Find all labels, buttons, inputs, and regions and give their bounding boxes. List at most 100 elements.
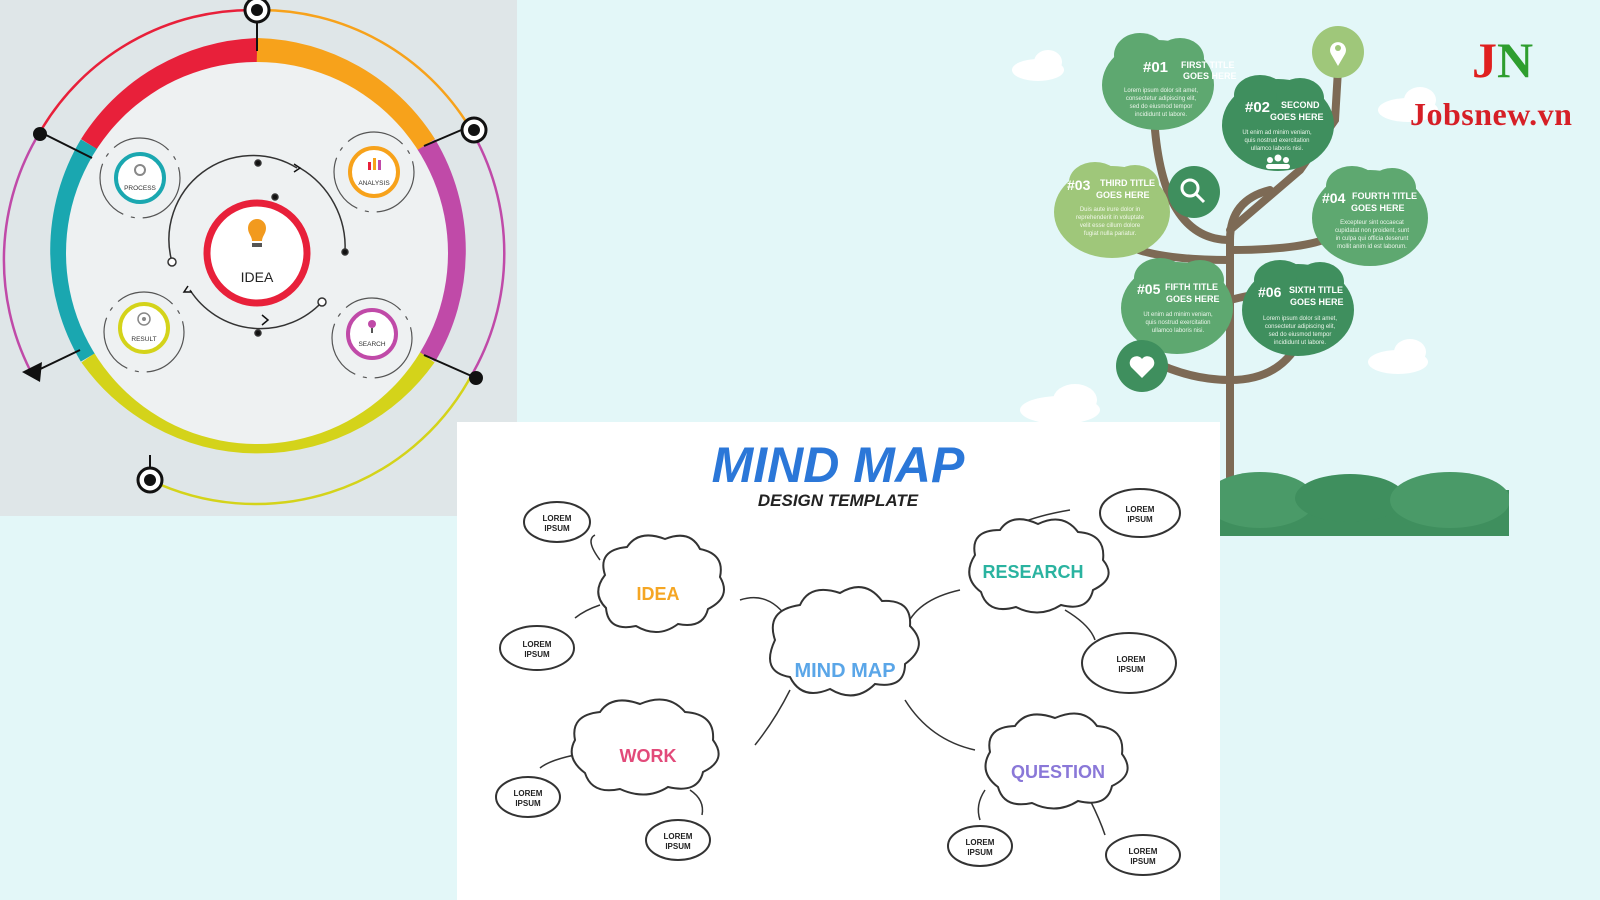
svg-text:GOES HERE: GOES HERE bbox=[1290, 297, 1344, 307]
svg-text:THIRD TITLE: THIRD TITLE bbox=[1100, 178, 1155, 188]
svg-text:LOREM: LOREM bbox=[514, 789, 543, 798]
question-label: QUESTION bbox=[1011, 762, 1105, 782]
svg-text:in culpa qui officia deserunt: in culpa qui officia deserunt bbox=[1336, 236, 1409, 242]
center-cloud-label: MIND MAP bbox=[794, 660, 895, 682]
svg-text:GOES HERE: GOES HERE bbox=[1351, 203, 1405, 213]
tree-item-1: #01 FIRST TITLE GOES HERE Lorem ipsum do… bbox=[1102, 33, 1237, 130]
svg-text:quis nostrud exercitation: quis nostrud exercitation bbox=[1145, 320, 1210, 326]
svg-text:LOREM: LOREM bbox=[543, 514, 572, 523]
svg-text:IPSUM: IPSUM bbox=[1118, 665, 1144, 674]
center-idea-label: IDEA bbox=[241, 269, 274, 285]
svg-text:FOURTH TITLE: FOURTH TITLE bbox=[1352, 191, 1417, 201]
svg-text:#02: #02 bbox=[1245, 99, 1270, 116]
svg-text:incididunt ut labore.: incididunt ut labore. bbox=[1135, 112, 1187, 118]
analysis-label: ANALYSIS bbox=[358, 180, 390, 187]
svg-text:GOES HERE: GOES HERE bbox=[1166, 294, 1220, 304]
result-label: RESULT bbox=[131, 336, 156, 343]
svg-text:#06: #06 bbox=[1258, 284, 1282, 300]
svg-text:consectetur adipiscing elit,: consectetur adipiscing elit, bbox=[1265, 324, 1336, 330]
question-cloud: QUESTION bbox=[984, 712, 1129, 810]
svg-text:IPSUM: IPSUM bbox=[967, 848, 993, 857]
svg-text:Ut enim ad minim veniam,: Ut enim ad minim veniam, bbox=[1143, 312, 1213, 318]
svg-text:reprehenderit in voluptate: reprehenderit in voluptate bbox=[1076, 215, 1145, 221]
svg-text:LOREM: LOREM bbox=[1117, 655, 1146, 664]
svg-text:Ut enim ad minim veniam,: Ut enim ad minim veniam, bbox=[1242, 130, 1312, 136]
users-icon bbox=[1266, 154, 1290, 169]
search-label: SEARCH bbox=[358, 341, 385, 348]
ground-bushes bbox=[1205, 472, 1509, 536]
svg-text:SIXTH TITLE: SIXTH TITLE bbox=[1289, 285, 1343, 295]
svg-text:fugiat nulla pariatur.: fugiat nulla pariatur. bbox=[1084, 231, 1137, 237]
heart-icon bbox=[1116, 340, 1168, 392]
svg-text:velit esse cillum dolore: velit esse cillum dolore bbox=[1080, 223, 1141, 229]
leaf-bubbles bbox=[495, 488, 1181, 876]
research-cloud: RESEARCH bbox=[968, 518, 1110, 614]
tree-item-5: #05 FIFTH TITLE GOES HERE Ut enim ad min… bbox=[1121, 258, 1233, 354]
mind-map-title: MIND MAP bbox=[712, 437, 965, 493]
work-cloud: WORK bbox=[570, 698, 720, 796]
svg-text:GOES HERE: GOES HERE bbox=[1270, 112, 1324, 122]
location-pin-icon bbox=[1312, 26, 1364, 78]
clouds bbox=[1012, 50, 1438, 424]
mind-map-connectors bbox=[539, 509, 1106, 836]
svg-text:Lorem ipsum dolor sit amet,: Lorem ipsum dolor sit amet, bbox=[1263, 316, 1337, 322]
svg-text:IPSUM: IPSUM bbox=[544, 524, 570, 533]
svg-text:GOES HERE: GOES HERE bbox=[1096, 190, 1150, 200]
idea-cloud: IDEA bbox=[597, 534, 725, 633]
tree-infographic: #01 FIRST TITLE GOES HERE Lorem ipsum do… bbox=[1012, 26, 1509, 536]
svg-text:SECOND: SECOND bbox=[1281, 100, 1320, 110]
svg-text:Duis aute irure dolor in: Duis aute irure dolor in bbox=[1080, 207, 1140, 213]
research-label: RESEARCH bbox=[982, 562, 1083, 582]
analysis-node: ANALYSIS bbox=[348, 146, 400, 198]
search-icon bbox=[368, 320, 376, 328]
svg-text:sed do eiusmod tempor: sed do eiusmod tempor bbox=[1269, 332, 1332, 338]
tree-item-4: #04 FOURTH TITLE GOES HERE Excepteur sin… bbox=[1312, 166, 1428, 266]
lightbulb-icon bbox=[248, 219, 266, 241]
svg-text:#04: #04 bbox=[1322, 190, 1346, 206]
svg-text:incididunt ut labore.: incididunt ut labore. bbox=[1274, 340, 1326, 346]
bar-chart-icon bbox=[368, 158, 381, 170]
svg-text:LOREM: LOREM bbox=[664, 832, 693, 841]
tree-item-2: #02 SECOND GOES HERE Ut enim ad minim ve… bbox=[1222, 75, 1334, 171]
circle-infographic-panel: IDEA PROCESS ANALYSIS RESULT bbox=[0, 0, 517, 516]
jobsnew-logo: JN Jobsnew.vn bbox=[1410, 30, 1600, 140]
svg-text:consectetur adipiscing elit,: consectetur adipiscing elit, bbox=[1126, 96, 1197, 102]
svg-text:FIRST TITLE: FIRST TITLE bbox=[1181, 60, 1235, 70]
svg-text:mollit anim id est laborum.: mollit anim id est laborum. bbox=[1337, 244, 1407, 250]
svg-text:LOREM: LOREM bbox=[1126, 505, 1155, 514]
svg-text:FIFTH TITLE: FIFTH TITLE bbox=[1165, 282, 1218, 292]
svg-text:IPSUM: IPSUM bbox=[524, 650, 550, 659]
svg-text:ullamco laboris nisi.: ullamco laboris nisi. bbox=[1251, 146, 1304, 152]
tree-item-3: #03 THIRD TITLE GOES HERE Duis aute irur… bbox=[1054, 162, 1170, 258]
center-cloud: MIND MAP bbox=[769, 586, 920, 697]
flow-arcs bbox=[167, 154, 349, 337]
search-node: SEARCH bbox=[346, 308, 398, 360]
svg-text:Excepteur sint occaecat: Excepteur sint occaecat bbox=[1340, 220, 1404, 226]
tree-infographic-panel: #01 FIRST TITLE GOES HERE Lorem ipsum do… bbox=[975, 0, 1509, 536]
jn-logo-mark: JN bbox=[1472, 32, 1534, 88]
svg-text:ullamco laboris nisi.: ullamco laboris nisi. bbox=[1152, 328, 1205, 334]
svg-text:#03: #03 bbox=[1067, 177, 1091, 193]
node-orbits bbox=[99, 131, 415, 379]
svg-text:#01: #01 bbox=[1143, 59, 1168, 76]
svg-text:LOREM: LOREM bbox=[966, 838, 995, 847]
svg-text:#05: #05 bbox=[1137, 281, 1161, 297]
brand-name: Jobsnew.vn bbox=[1410, 96, 1573, 132]
svg-text:GOES HERE: GOES HERE bbox=[1183, 71, 1237, 81]
svg-text:IPSUM: IPSUM bbox=[1130, 857, 1156, 866]
svg-text:LOREM: LOREM bbox=[1129, 847, 1158, 856]
svg-text:LOREM: LOREM bbox=[523, 640, 552, 649]
svg-text:IPSUM: IPSUM bbox=[665, 842, 691, 851]
connector-lines bbox=[33, 10, 477, 478]
svg-text:cupidatat non proident, sunt: cupidatat non proident, sunt bbox=[1335, 228, 1409, 234]
mind-map-diagram: MIND MAP DESIGN TEMPLATE MIND MAP IDEA bbox=[495, 437, 1181, 876]
mind-map-panel: MIND MAP DESIGN TEMPLATE MIND MAP IDEA bbox=[457, 422, 1220, 900]
svg-text:sed do eiusmod tempor: sed do eiusmod tempor bbox=[1130, 104, 1193, 110]
process-label: PROCESS bbox=[124, 185, 156, 192]
svg-text:IPSUM: IPSUM bbox=[1127, 515, 1153, 524]
tree-item-6: #06 SIXTH TITLE GOES HERE Lorem ipsum do… bbox=[1242, 260, 1354, 356]
mind-map-subtitle: DESIGN TEMPLATE bbox=[758, 491, 919, 510]
work-label: WORK bbox=[620, 746, 677, 766]
circle-infographic: IDEA PROCESS ANALYSIS RESULT bbox=[2, 0, 506, 506]
